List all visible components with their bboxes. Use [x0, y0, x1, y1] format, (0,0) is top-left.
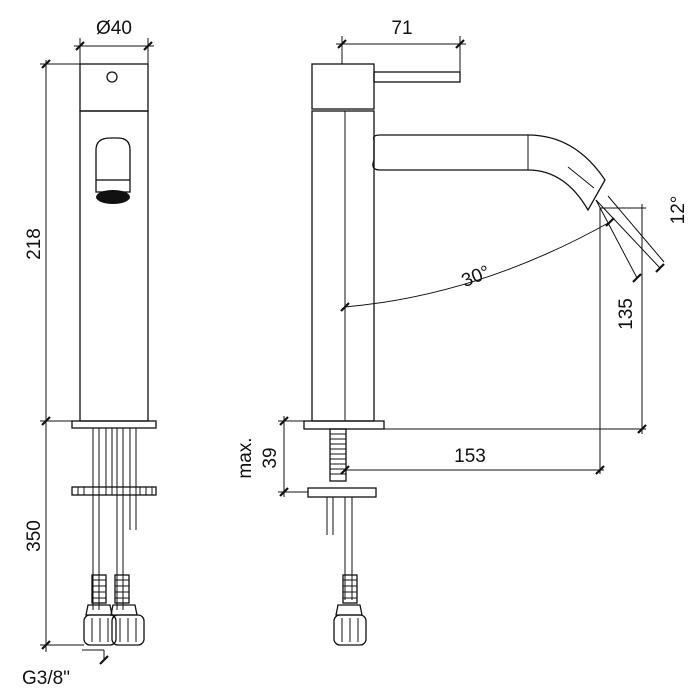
front-handle-cap	[79, 63, 149, 112]
front-aerator	[96, 190, 130, 204]
side-hose-nut	[333, 614, 367, 646]
front-body	[79, 110, 149, 422]
front-handle-indicator	[106, 71, 118, 83]
spout-reach-label: 153	[454, 446, 486, 467]
front-dimensions	[40, 38, 154, 665]
side-view	[303, 63, 606, 646]
front-spout-opening	[95, 137, 131, 180]
below-deck-label: 350	[24, 520, 45, 552]
front-hose-nuts	[83, 604, 145, 646]
deck-max-value: 39	[260, 447, 281, 468]
side-handle-cap	[311, 63, 375, 110]
body-height-label: 218	[24, 228, 45, 260]
tilt-angle-label: 12°	[668, 196, 689, 225]
deck-max-label: max.	[235, 437, 256, 478]
side-fixing-plate	[307, 487, 377, 498]
side-lever	[373, 71, 461, 83]
side-hose	[342, 574, 358, 604]
side-threaded-stem	[329, 428, 347, 482]
side-base-flange	[303, 420, 385, 430]
side-dimensions	[278, 36, 665, 497]
front-base-flange	[71, 420, 157, 429]
swivel-angle-label: 30°	[459, 262, 494, 292]
front-aerator-ring	[95, 179, 131, 193]
front-fixing-plate	[71, 486, 157, 496]
side-body	[311, 110, 375, 422]
side-spout	[372, 134, 606, 212]
lever-length-label: 71	[391, 18, 412, 39]
spout-height-label: 135	[616, 298, 637, 330]
thread-label: G3/8"	[22, 668, 70, 689]
front-view	[71, 63, 157, 646]
front-hoses	[91, 574, 130, 604]
front-fixing-plate-hatch	[77, 487, 153, 495]
diameter-label: Ø40	[96, 18, 132, 39]
